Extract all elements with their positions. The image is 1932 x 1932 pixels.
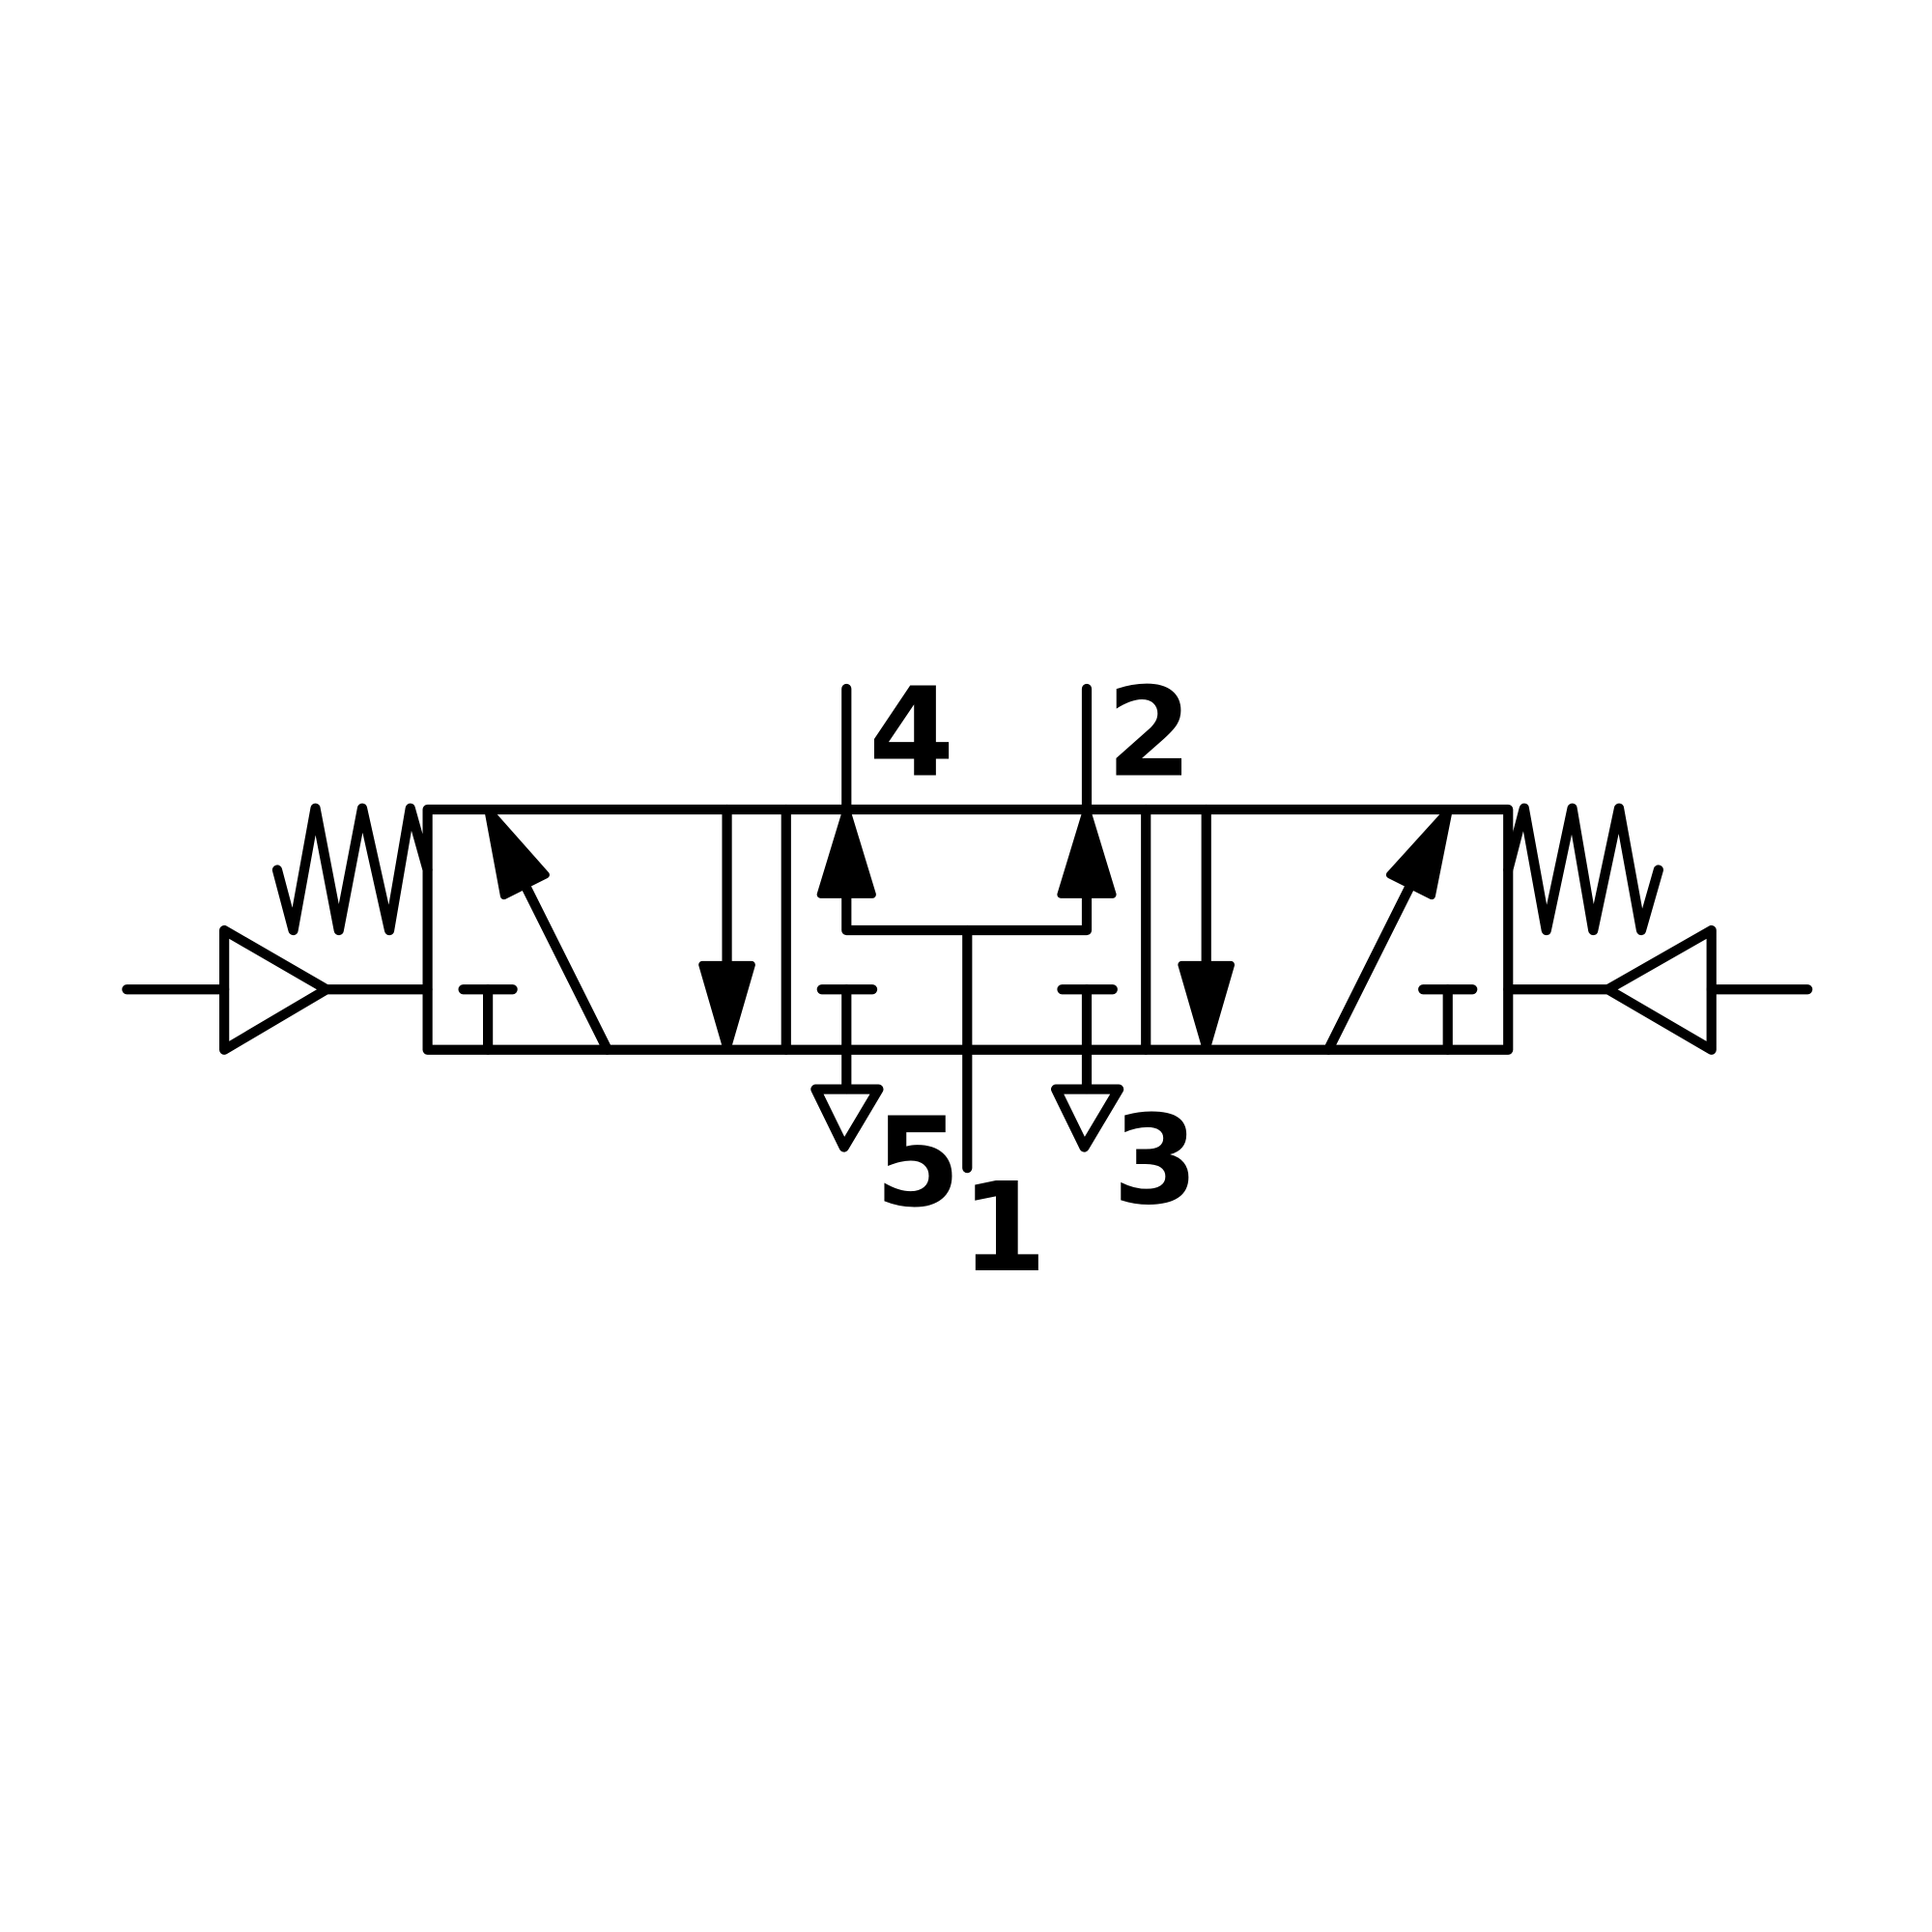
exhaust-3-icon	[1051, 1084, 1124, 1152]
left-pilot-actuator	[122, 924, 433, 1055]
port-3-label: 3	[1113, 1090, 1199, 1233]
port-5-label: 5	[875, 1092, 961, 1235]
port-2-label: 2	[1106, 662, 1192, 805]
arrow-head-icon	[484, 806, 550, 900]
arrow-head-icon	[1385, 806, 1453, 900]
right-spring	[1503, 803, 1663, 936]
exhaust-5-icon	[810, 1084, 884, 1152]
right-pilot-actuator	[1503, 924, 1813, 1055]
port-1-label: 1	[961, 1157, 1047, 1300]
right-position	[1178, 804, 1478, 1055]
arrow-head-icon	[816, 806, 876, 898]
left-spring	[271, 803, 433, 936]
center-position	[816, 806, 1118, 1174]
left-position	[458, 804, 755, 1055]
arrow-head-icon	[1178, 960, 1236, 1054]
arrow-head-icon	[1057, 806, 1117, 898]
port-4-label: 4	[868, 662, 954, 805]
arrow-head-icon	[698, 960, 755, 1054]
